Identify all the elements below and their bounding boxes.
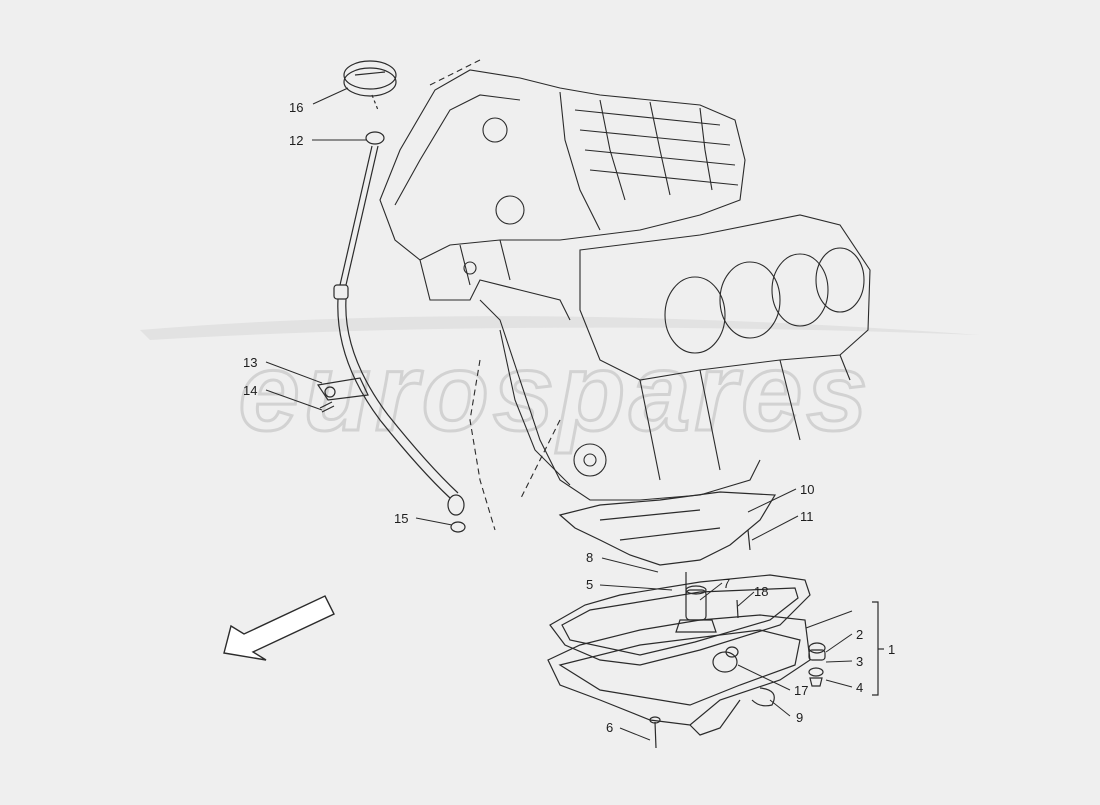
callout-3: 3	[856, 654, 863, 669]
part-bolts	[649, 572, 739, 749]
callout-labels: 16 12 13 14 15 10 11 8 5 7 18 2 1 3 4 17…	[243, 100, 895, 735]
part-oil-filler-cap	[343, 60, 397, 111]
group-bracket	[872, 601, 884, 696]
callout-17: 17	[794, 683, 808, 698]
part-drain-plug	[808, 642, 826, 687]
leader-lines	[265, 87, 853, 741]
part-oil-pan	[547, 574, 811, 736]
callout-11: 11	[800, 509, 814, 524]
callout-5: 5	[586, 577, 593, 592]
part-oil-level-sensor	[712, 646, 739, 673]
callout-16: 16	[289, 100, 303, 115]
callout-1: 1	[888, 642, 895, 657]
callout-6: 6	[606, 720, 613, 735]
part-clip	[751, 687, 775, 707]
part-oil-baffle	[558, 491, 777, 566]
callout-10: 10	[800, 482, 814, 497]
watermark-text: eurospares	[238, 331, 871, 454]
watermark: eurospares	[140, 316, 980, 456]
callout-2: 2	[856, 627, 863, 642]
part-dipstick-tube	[333, 131, 466, 533]
callout-4: 4	[856, 680, 863, 695]
engine-block	[379, 59, 871, 531]
watermark-swoosh	[140, 316, 980, 340]
callout-15: 15	[394, 511, 408, 526]
callout-9: 9	[796, 710, 803, 725]
callout-7: 7	[723, 576, 730, 591]
callout-14: 14	[243, 383, 257, 398]
callout-12: 12	[289, 133, 303, 148]
callout-18: 18	[754, 584, 768, 599]
part-dipstick-bracket	[316, 377, 369, 413]
callout-8: 8	[586, 550, 593, 565]
callout-13: 13	[243, 355, 257, 370]
front-direction-arrow-icon	[223, 595, 335, 661]
